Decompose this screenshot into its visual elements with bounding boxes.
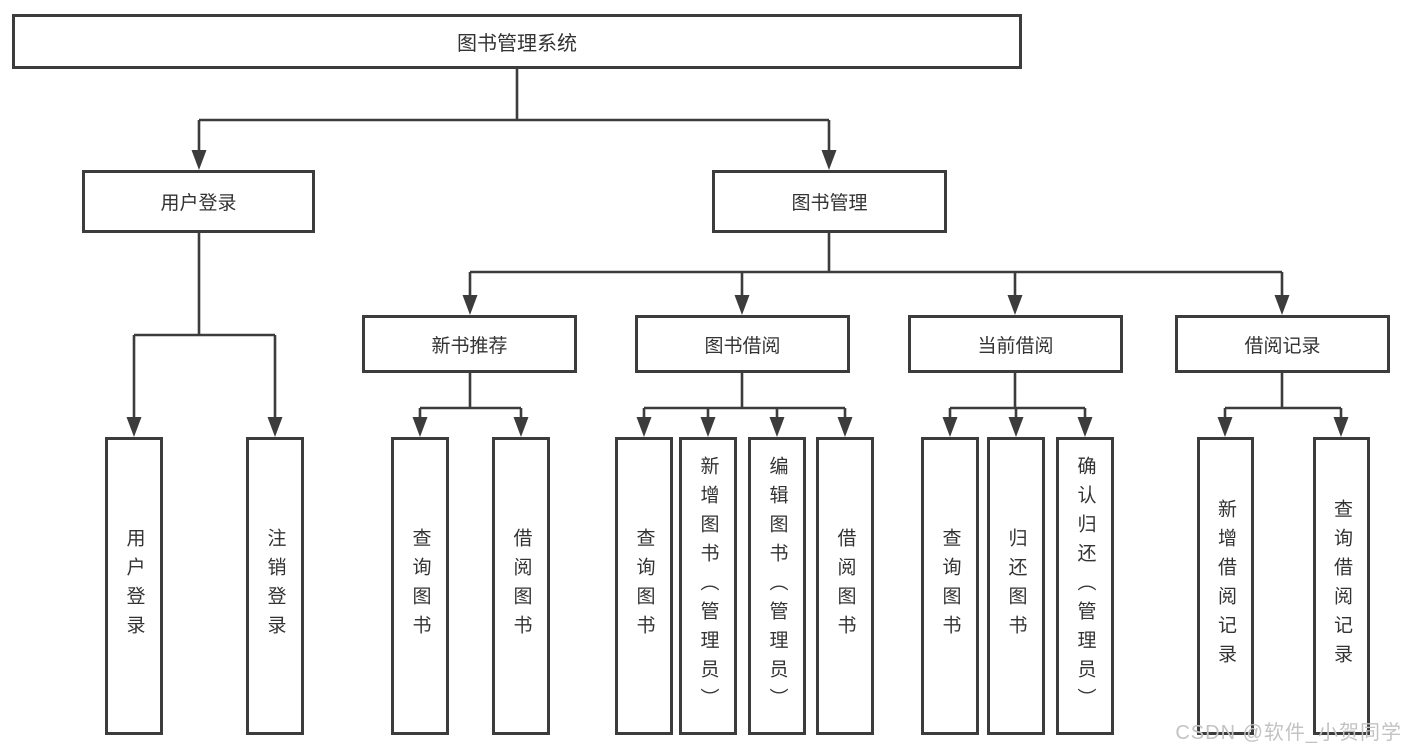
node-leaf-current-confirm: 确认归还（管理员） bbox=[1056, 437, 1114, 735]
node-leaf-user-login: 用户登录 bbox=[105, 437, 163, 735]
node-leaf-logout: 注销登录 bbox=[246, 437, 304, 735]
node-leaf-borrow-add: 新增图书（管理员） bbox=[679, 437, 737, 735]
node-leaf-newbook-query: 查询图书 bbox=[391, 437, 449, 735]
connector-new-book-to-leaves bbox=[412, 373, 529, 437]
node-current-borrow: 当前借阅 bbox=[908, 315, 1123, 373]
node-leaf-current-return: 归还图书 bbox=[987, 437, 1045, 735]
connector-current-borrow-to-leaves bbox=[942, 373, 1093, 437]
connector-root-to-level2 bbox=[191, 69, 837, 170]
connector-book-management-to-level3 bbox=[462, 233, 1290, 315]
node-leaf-records-query: 查询借阅记录 bbox=[1313, 437, 1370, 735]
node-book-management: 图书管理 bbox=[712, 170, 947, 233]
watermark-text: CSDN @软件_小贺同学 bbox=[1175, 722, 1402, 744]
node-leaf-borrow-edit: 编辑图书（管理员） bbox=[748, 437, 806, 735]
node-borrow-records: 借阅记录 bbox=[1175, 315, 1390, 373]
node-leaf-current-query: 查询图书 bbox=[921, 437, 979, 735]
node-user-login: 用户登录 bbox=[82, 170, 315, 233]
connector-borrow-records-to-leaves bbox=[1217, 373, 1349, 437]
connector-book-borrow-to-leaves bbox=[636, 373, 853, 437]
node-new-book-recommend: 新书推荐 bbox=[362, 315, 577, 373]
node-leaf-newbook-borrow: 借阅图书 bbox=[492, 437, 550, 735]
connector-user-login-to-leaves bbox=[126, 233, 283, 437]
node-leaf-records-add: 新增借阅记录 bbox=[1197, 437, 1254, 735]
node-leaf-borrow-borrow: 借阅图书 bbox=[816, 437, 874, 735]
node-leaf-borrow-query: 查询图书 bbox=[615, 437, 673, 735]
node-book-borrow: 图书借阅 bbox=[635, 315, 850, 373]
node-root: 图书管理系统 bbox=[12, 14, 1022, 69]
